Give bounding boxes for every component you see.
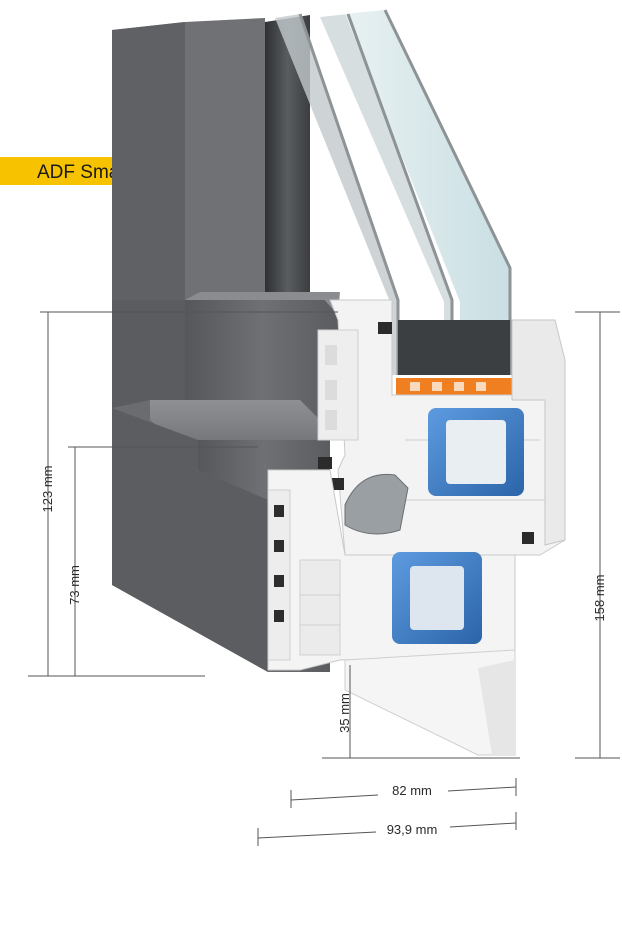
- dim-73-label: 73 mm: [67, 565, 82, 605]
- dim-123-label: 123 mm: [40, 466, 55, 513]
- centre-seal: [344, 473, 409, 535]
- triple-glazing: [265, 9, 512, 375]
- dim-939-label: 93,9 mm: [387, 822, 438, 837]
- aluminium-frame: [112, 18, 340, 672]
- dimension-labels: 123 mm 73 mm 35 mm 158 mm 82 mm 93,9 mm: [40, 466, 607, 837]
- dim-82-label: 82 mm: [392, 783, 432, 798]
- renovation-extension: [344, 649, 516, 756]
- lower-steel-reinforcement: [392, 552, 482, 644]
- gaskets: [318, 322, 534, 544]
- dim-35-label: 35 mm: [337, 693, 352, 733]
- dim-158-label: 158 mm: [592, 575, 607, 622]
- dimension-lines: [28, 311, 620, 846]
- upper-steel-reinforcement: [428, 408, 524, 496]
